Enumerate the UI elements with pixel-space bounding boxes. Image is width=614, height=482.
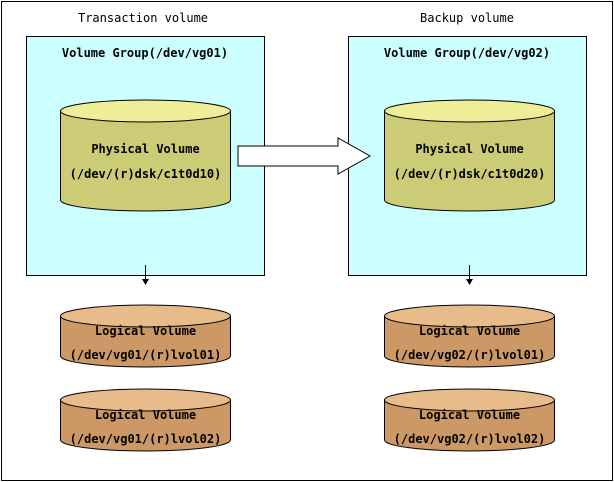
copy-arrow [237, 137, 372, 175]
backup-logical-volume-2: Logical Volume (/dev/vg02/(r)lvol02) [384, 388, 555, 452]
transaction-volume-group: Volume Group(/dev/vg01) Physical Volume … [26, 36, 265, 276]
transaction-lv2-name: Logical Volume [95, 408, 196, 422]
transaction-pv-path: (/dev/(r)dsk/c1t0d10) [70, 167, 222, 181]
transaction-logical-volume-2: Logical Volume (/dev/vg01/(r)lvol02) [60, 388, 231, 452]
backup-pv-path: (/dev/(r)dsk/c1t0d20) [394, 167, 546, 181]
backup-pv-name: Physical Volume [415, 142, 523, 156]
backup-lv1-path: (/dev/vg02/(r)lvol01) [394, 348, 546, 362]
backup-physical-volume: Physical Volume (/dev/(r)dsk/c1t0d20) [384, 99, 555, 212]
backup-lv2-name: Logical Volume [419, 408, 520, 422]
transaction-logical-volume-1: Logical Volume (/dev/vg01/(r)lvol01) [60, 304, 231, 368]
backup-volume-group-label: Volume Group(/dev/vg02) [384, 46, 550, 60]
backup-volume-group: Volume Group(/dev/vg02) Physical Volume … [348, 36, 587, 276]
backup-down-arrow [466, 265, 473, 285]
backup-volume-title: Backup volume [420, 11, 514, 25]
transaction-lv2-path: (/dev/vg01/(r)lvol02) [70, 432, 222, 446]
transaction-down-arrow [142, 265, 149, 285]
backup-lv1-name: Logical Volume [419, 324, 520, 338]
backup-lv2-path: (/dev/vg02/(r)lvol02) [394, 432, 546, 446]
transaction-lv1-path: (/dev/vg01/(r)lvol01) [70, 348, 222, 362]
transaction-pv-name: Physical Volume [91, 142, 199, 156]
transaction-pv-top [60, 99, 231, 123]
transaction-volume-group-label: Volume Group(/dev/vg01) [62, 46, 228, 60]
transaction-lv1-name: Logical Volume [95, 324, 196, 338]
transaction-volume-title: Transaction volume [78, 11, 208, 25]
backup-logical-volume-1: Logical Volume (/dev/vg02/(r)lvol01) [384, 304, 555, 368]
transaction-physical-volume: Physical Volume (/dev/(r)dsk/c1t0d10) [60, 99, 231, 212]
